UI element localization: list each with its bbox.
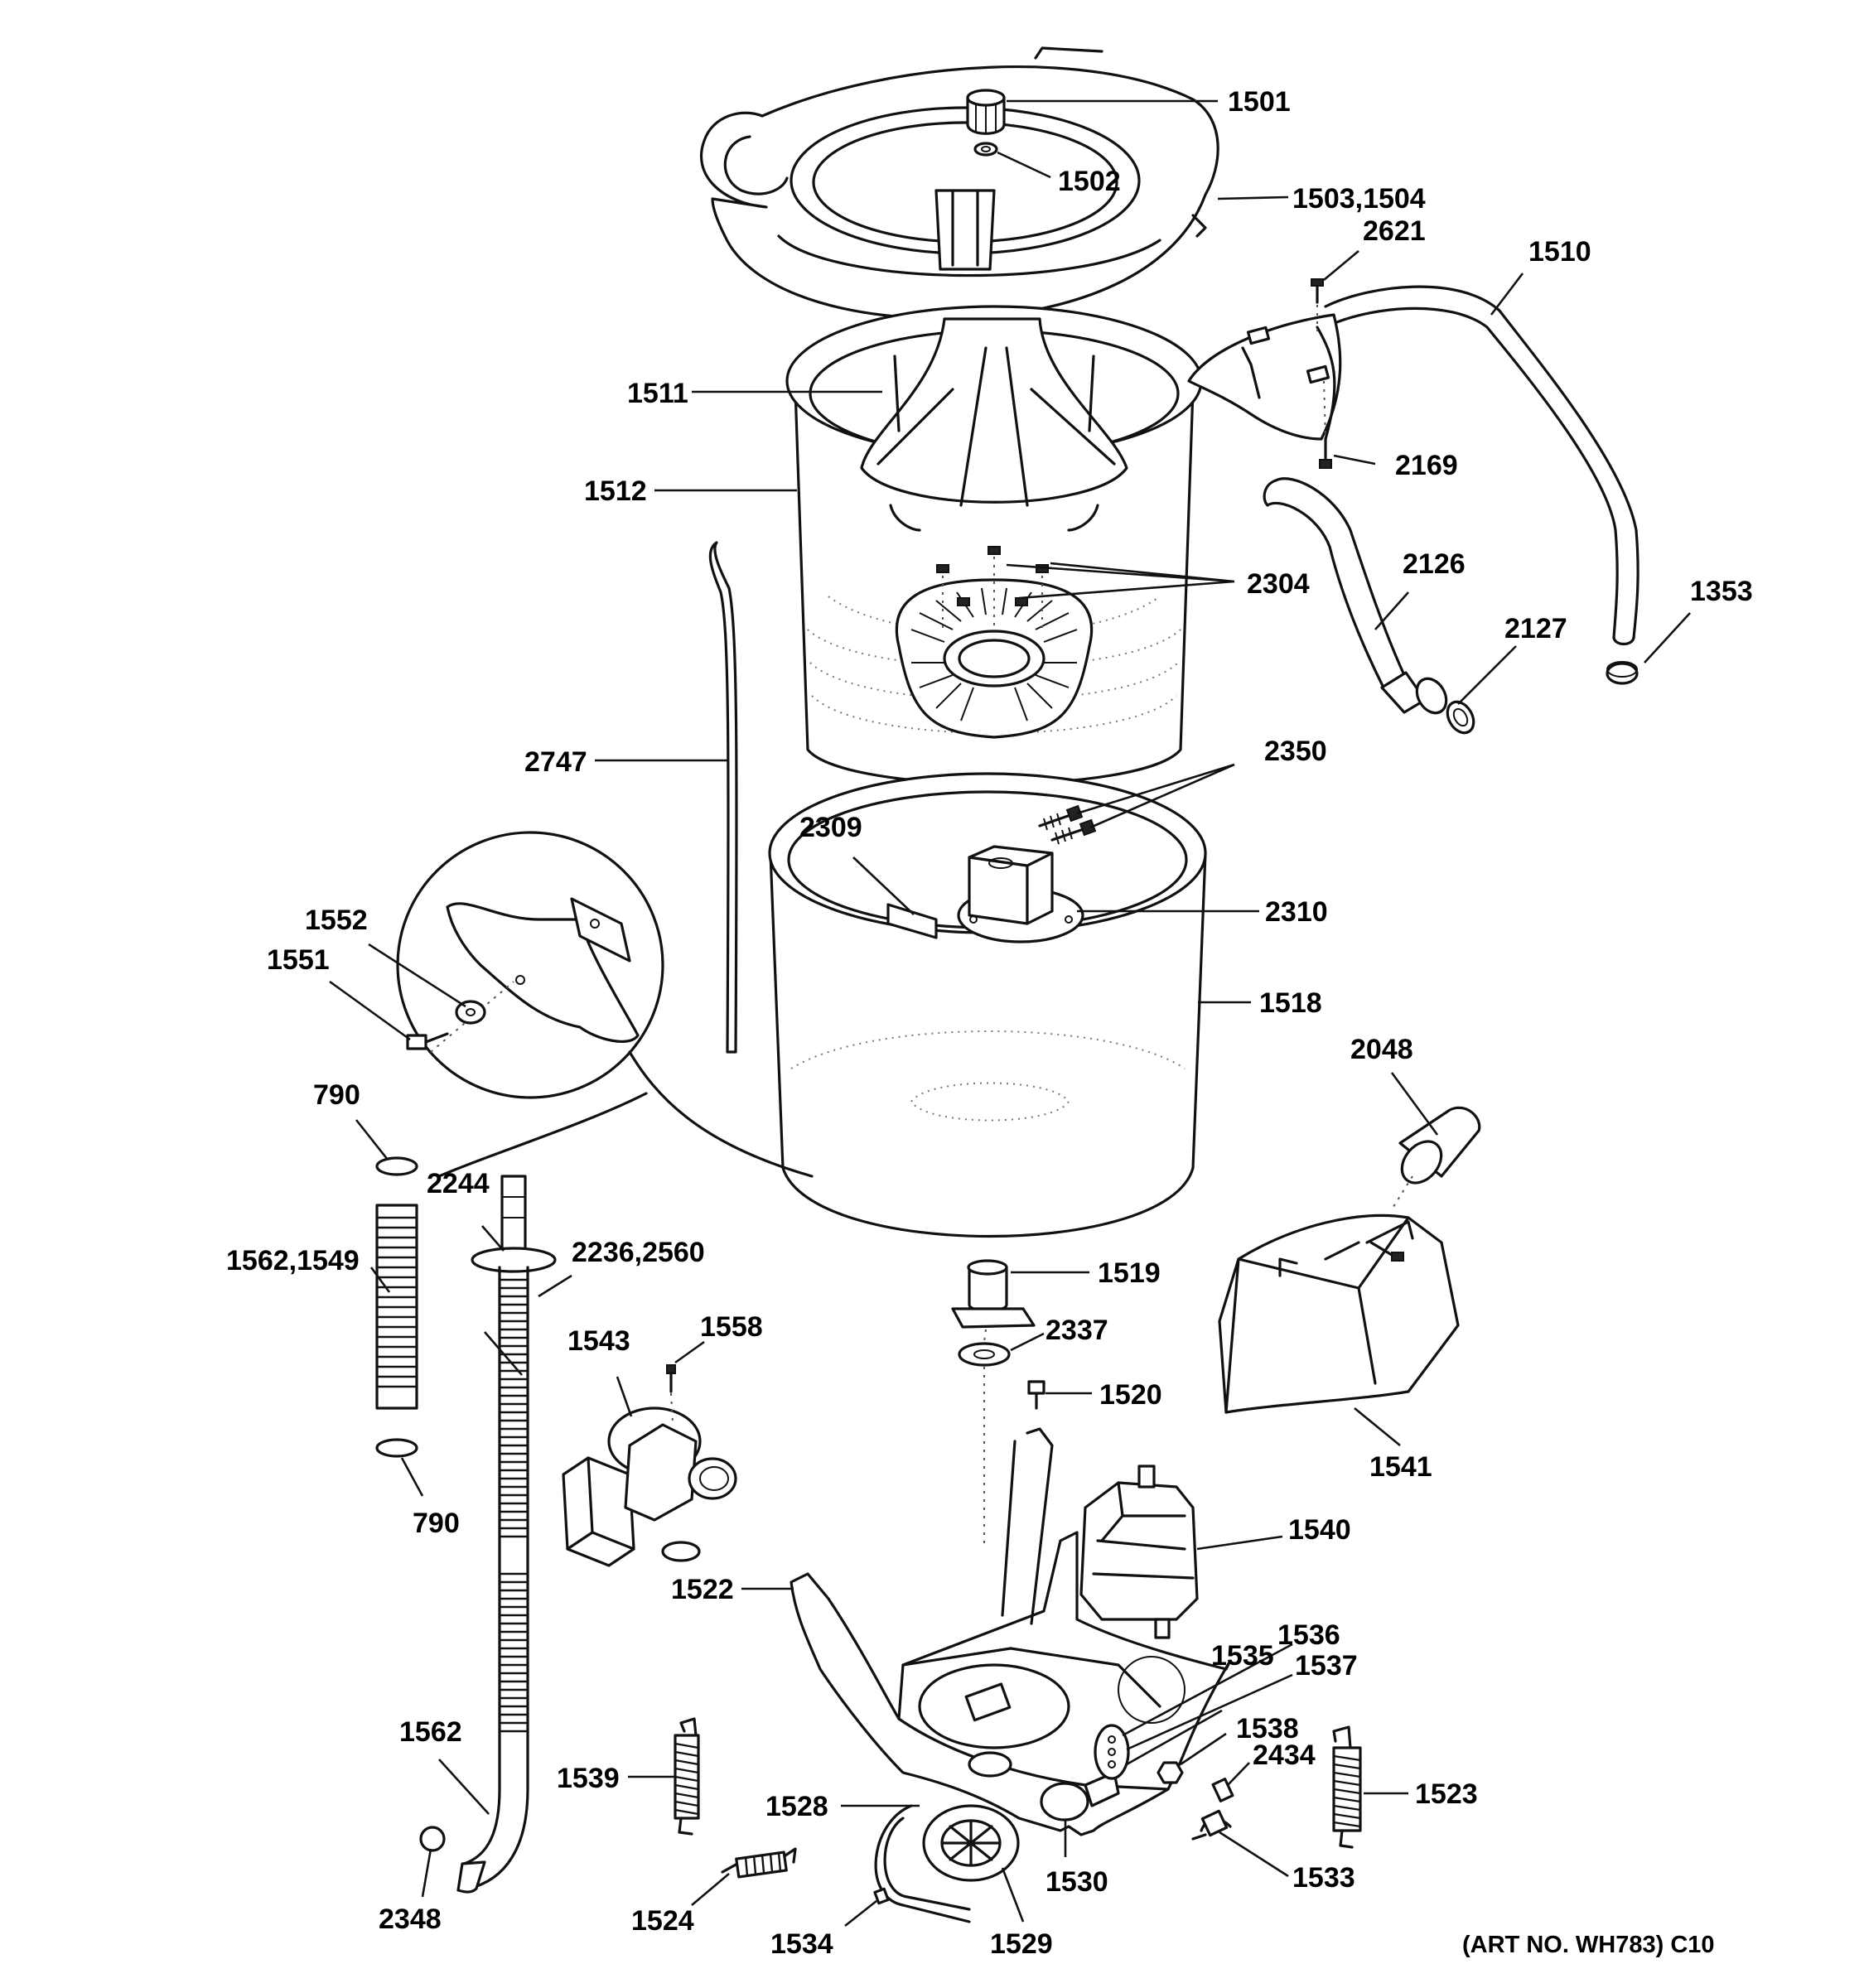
label-2747: 2747 — [524, 746, 587, 778]
label-1552: 1552 — [305, 905, 368, 936]
label-1529: 1529 — [990, 1928, 1053, 1960]
part-number-labels: 1501 1502 1503,1504 2621 1510 1511 2169 … — [226, 86, 1753, 1960]
label-1501: 1501 — [1228, 86, 1291, 118]
label-1536: 1536 — [1277, 1619, 1340, 1651]
label-1528: 1528 — [765, 1791, 828, 1822]
label-1537: 1537 — [1295, 1650, 1358, 1682]
label-2126: 2126 — [1403, 548, 1466, 580]
label-1533: 1533 — [1292, 1862, 1355, 1894]
label-1539: 1539 — [557, 1763, 620, 1794]
label-2348: 2348 — [379, 1904, 442, 1935]
label-1562-1549: 1562,1549 — [226, 1245, 360, 1276]
inlet-hoses-drawing — [1187, 278, 1639, 735]
label-1551: 1551 — [267, 944, 330, 976]
label-1534: 1534 — [770, 1928, 833, 1960]
label-1520: 1520 — [1099, 1379, 1162, 1411]
motor-and-base-drawing — [790, 1427, 1232, 1923]
label-1535: 1535 — [1211, 1640, 1274, 1672]
label-1541: 1541 — [1369, 1451, 1432, 1483]
label-1519: 1519 — [1098, 1257, 1161, 1289]
springs-drawing — [674, 1717, 1362, 1905]
label-1522: 1522 — [671, 1574, 734, 1605]
art-number: (ART NO. WH783) C10 — [1462, 1932, 1715, 1958]
label-1502: 1502 — [1058, 166, 1121, 197]
label-1543: 1543 — [567, 1325, 630, 1357]
label-2337: 2337 — [1045, 1315, 1108, 1346]
label-2434: 2434 — [1253, 1740, 1316, 1771]
label-1538: 1538 — [1236, 1713, 1299, 1744]
label-1540: 1540 — [1288, 1514, 1351, 1546]
label-2236-2560: 2236,2560 — [572, 1237, 705, 1268]
label-1562: 1562 — [399, 1716, 462, 1748]
label-1530: 1530 — [1045, 1866, 1108, 1898]
label-2621: 2621 — [1363, 215, 1426, 247]
leader-lines — [329, 99, 1691, 1928]
label-1511: 1511 — [627, 378, 688, 409]
detail-magnifier-drawing — [396, 831, 814, 1178]
label-2304: 2304 — [1247, 568, 1310, 600]
label-1512: 1512 — [584, 475, 647, 507]
label-2244: 2244 — [427, 1168, 490, 1199]
pump-hose-drawing — [375, 1156, 446, 1852]
drain-hose-drawing — [456, 1175, 557, 1894]
label-790-top: 790 — [313, 1079, 360, 1111]
capacitor-and-cover-drawing — [1218, 1106, 1481, 1414]
label-2310: 2310 — [1265, 896, 1328, 928]
label-1510: 1510 — [1528, 236, 1591, 268]
outer-tub-drawing — [768, 772, 1207, 1238]
label-1503-1504: 1503,1504 — [1292, 183, 1426, 215]
drain-pump-drawing — [562, 1364, 737, 1567]
label-2350: 2350 — [1264, 736, 1327, 767]
tub-cover-drawing — [699, 46, 1219, 321]
label-1523: 1523 — [1415, 1778, 1478, 1810]
label-1524: 1524 — [631, 1905, 694, 1937]
bearing-housing-drawing — [951, 1259, 1045, 1549]
label-2127: 2127 — [1504, 613, 1567, 644]
label-2309: 2309 — [799, 812, 862, 843]
spin-basket-drawing — [785, 305, 1203, 785]
label-1558: 1558 — [700, 1311, 763, 1343]
label-790-bottom: 790 — [413, 1508, 460, 1539]
label-2169: 2169 — [1395, 450, 1458, 481]
label-1353: 1353 — [1690, 576, 1753, 607]
label-1518: 1518 — [1259, 987, 1322, 1019]
air-hose-2747-drawing — [708, 541, 738, 1054]
label-2048: 2048 — [1350, 1034, 1413, 1065]
